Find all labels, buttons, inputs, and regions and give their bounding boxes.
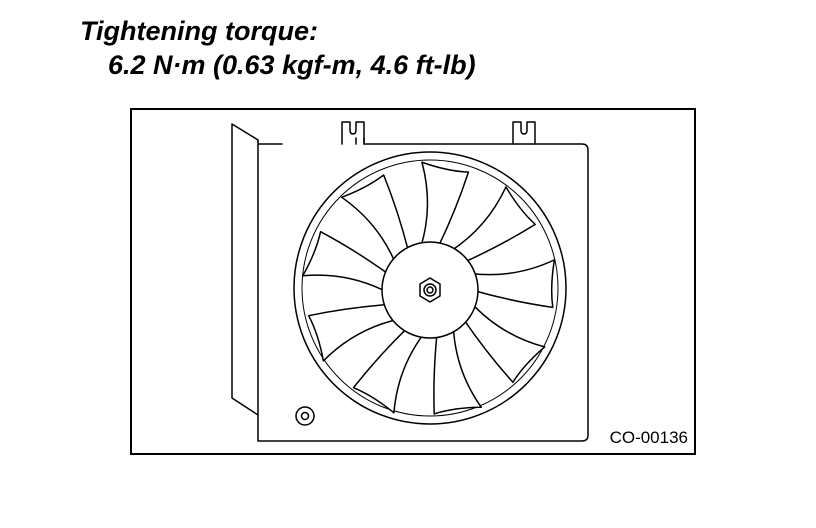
fan-diagram-frame: CO-00136 xyxy=(130,108,696,455)
fan-ring-inner xyxy=(301,159,559,417)
motor-nut xyxy=(419,277,441,303)
fan-ring xyxy=(293,151,567,425)
mounting-tab-right xyxy=(512,121,536,145)
radiator-fan-drawing xyxy=(231,121,589,442)
fan-blade xyxy=(352,327,425,414)
fan-blade xyxy=(433,326,483,415)
fan-blades xyxy=(302,161,556,415)
fan-blade xyxy=(302,230,390,293)
figure-code: CO-00136 xyxy=(609,428,688,447)
motor-shaft xyxy=(423,283,437,297)
mounting-tab-left xyxy=(341,121,365,145)
torque-value: 6.2 N·m (0.63 kgf-m, 4.6 ft-lb) xyxy=(108,50,476,80)
torque-label: Tightening torque: xyxy=(80,16,318,46)
shroud-side-flange xyxy=(231,123,259,416)
fan-blade xyxy=(420,161,470,248)
fan-shroud xyxy=(257,137,589,442)
bolt-hole xyxy=(295,406,315,426)
fan-blade xyxy=(470,259,556,309)
fan-blade xyxy=(449,186,536,263)
fan-blade xyxy=(307,303,399,362)
fan-blade xyxy=(462,302,546,383)
fan-blade xyxy=(340,174,410,264)
